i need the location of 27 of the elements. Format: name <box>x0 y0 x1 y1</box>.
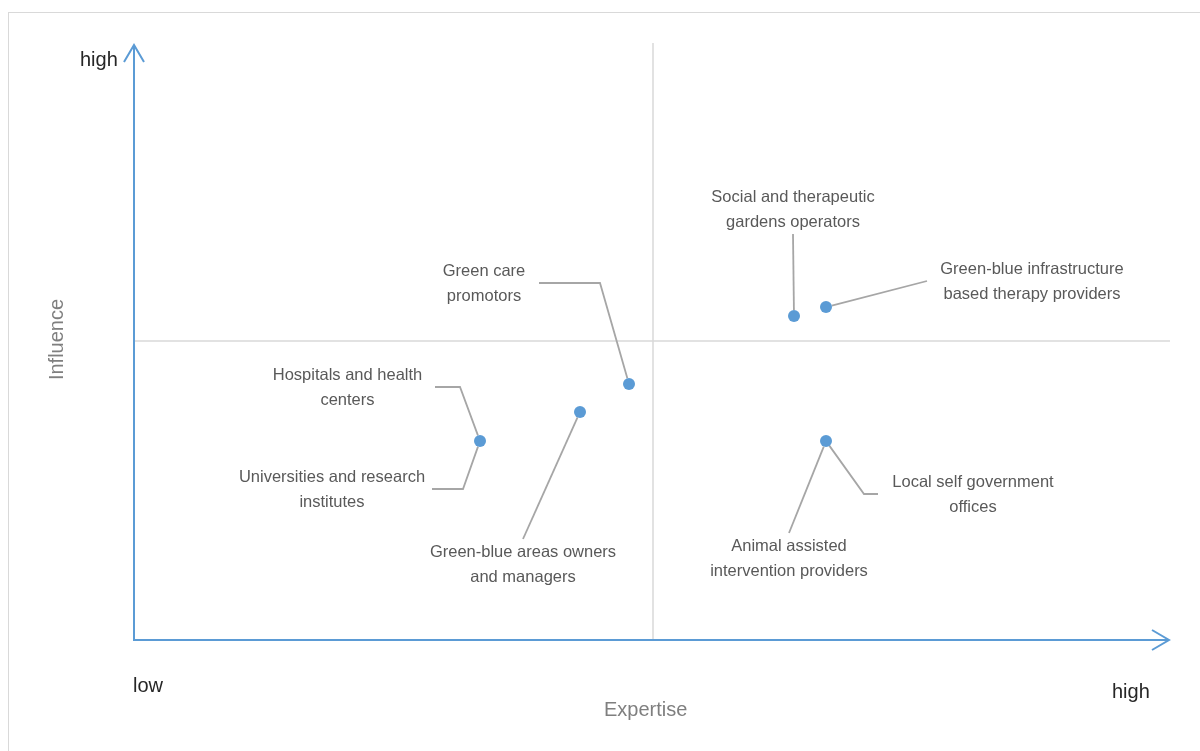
axis-end-label: high <box>1112 680 1150 703</box>
leader-line <box>830 280 928 307</box>
stakeholder-label: Local self government offices <box>878 469 1068 519</box>
axis-title: Expertise <box>604 698 688 721</box>
leader-line <box>522 416 579 540</box>
data-point <box>788 310 800 322</box>
stakeholder-label: Social and therapeutic gardens operators <box>693 184 893 234</box>
leader-line <box>828 445 879 495</box>
stakeholder-label: Hospitals and health centers <box>260 362 435 412</box>
leader-line <box>538 282 629 380</box>
data-point <box>574 406 586 418</box>
data-point <box>820 435 832 447</box>
stakeholder-label: Green care promotors <box>429 258 539 308</box>
axis-end-label: low <box>133 674 163 697</box>
stakeholder-label: Green-blue areas owners and managers <box>423 539 623 589</box>
data-point <box>623 378 635 390</box>
data-point <box>820 301 832 313</box>
stakeholder-label: Animal assisted intervention providers <box>704 533 874 583</box>
data-point <box>474 435 486 447</box>
axis-end-label: high <box>80 48 118 71</box>
leader-line <box>792 233 795 311</box>
leader-line <box>431 445 479 490</box>
axis-title: Influence <box>45 298 69 381</box>
stakeholder-label: Green-blue infrastructure based therapy providers <box>927 256 1137 306</box>
leader-line <box>788 445 825 534</box>
stakeholder-label: Universities and research institutes <box>232 464 432 514</box>
leader-line <box>434 386 479 437</box>
